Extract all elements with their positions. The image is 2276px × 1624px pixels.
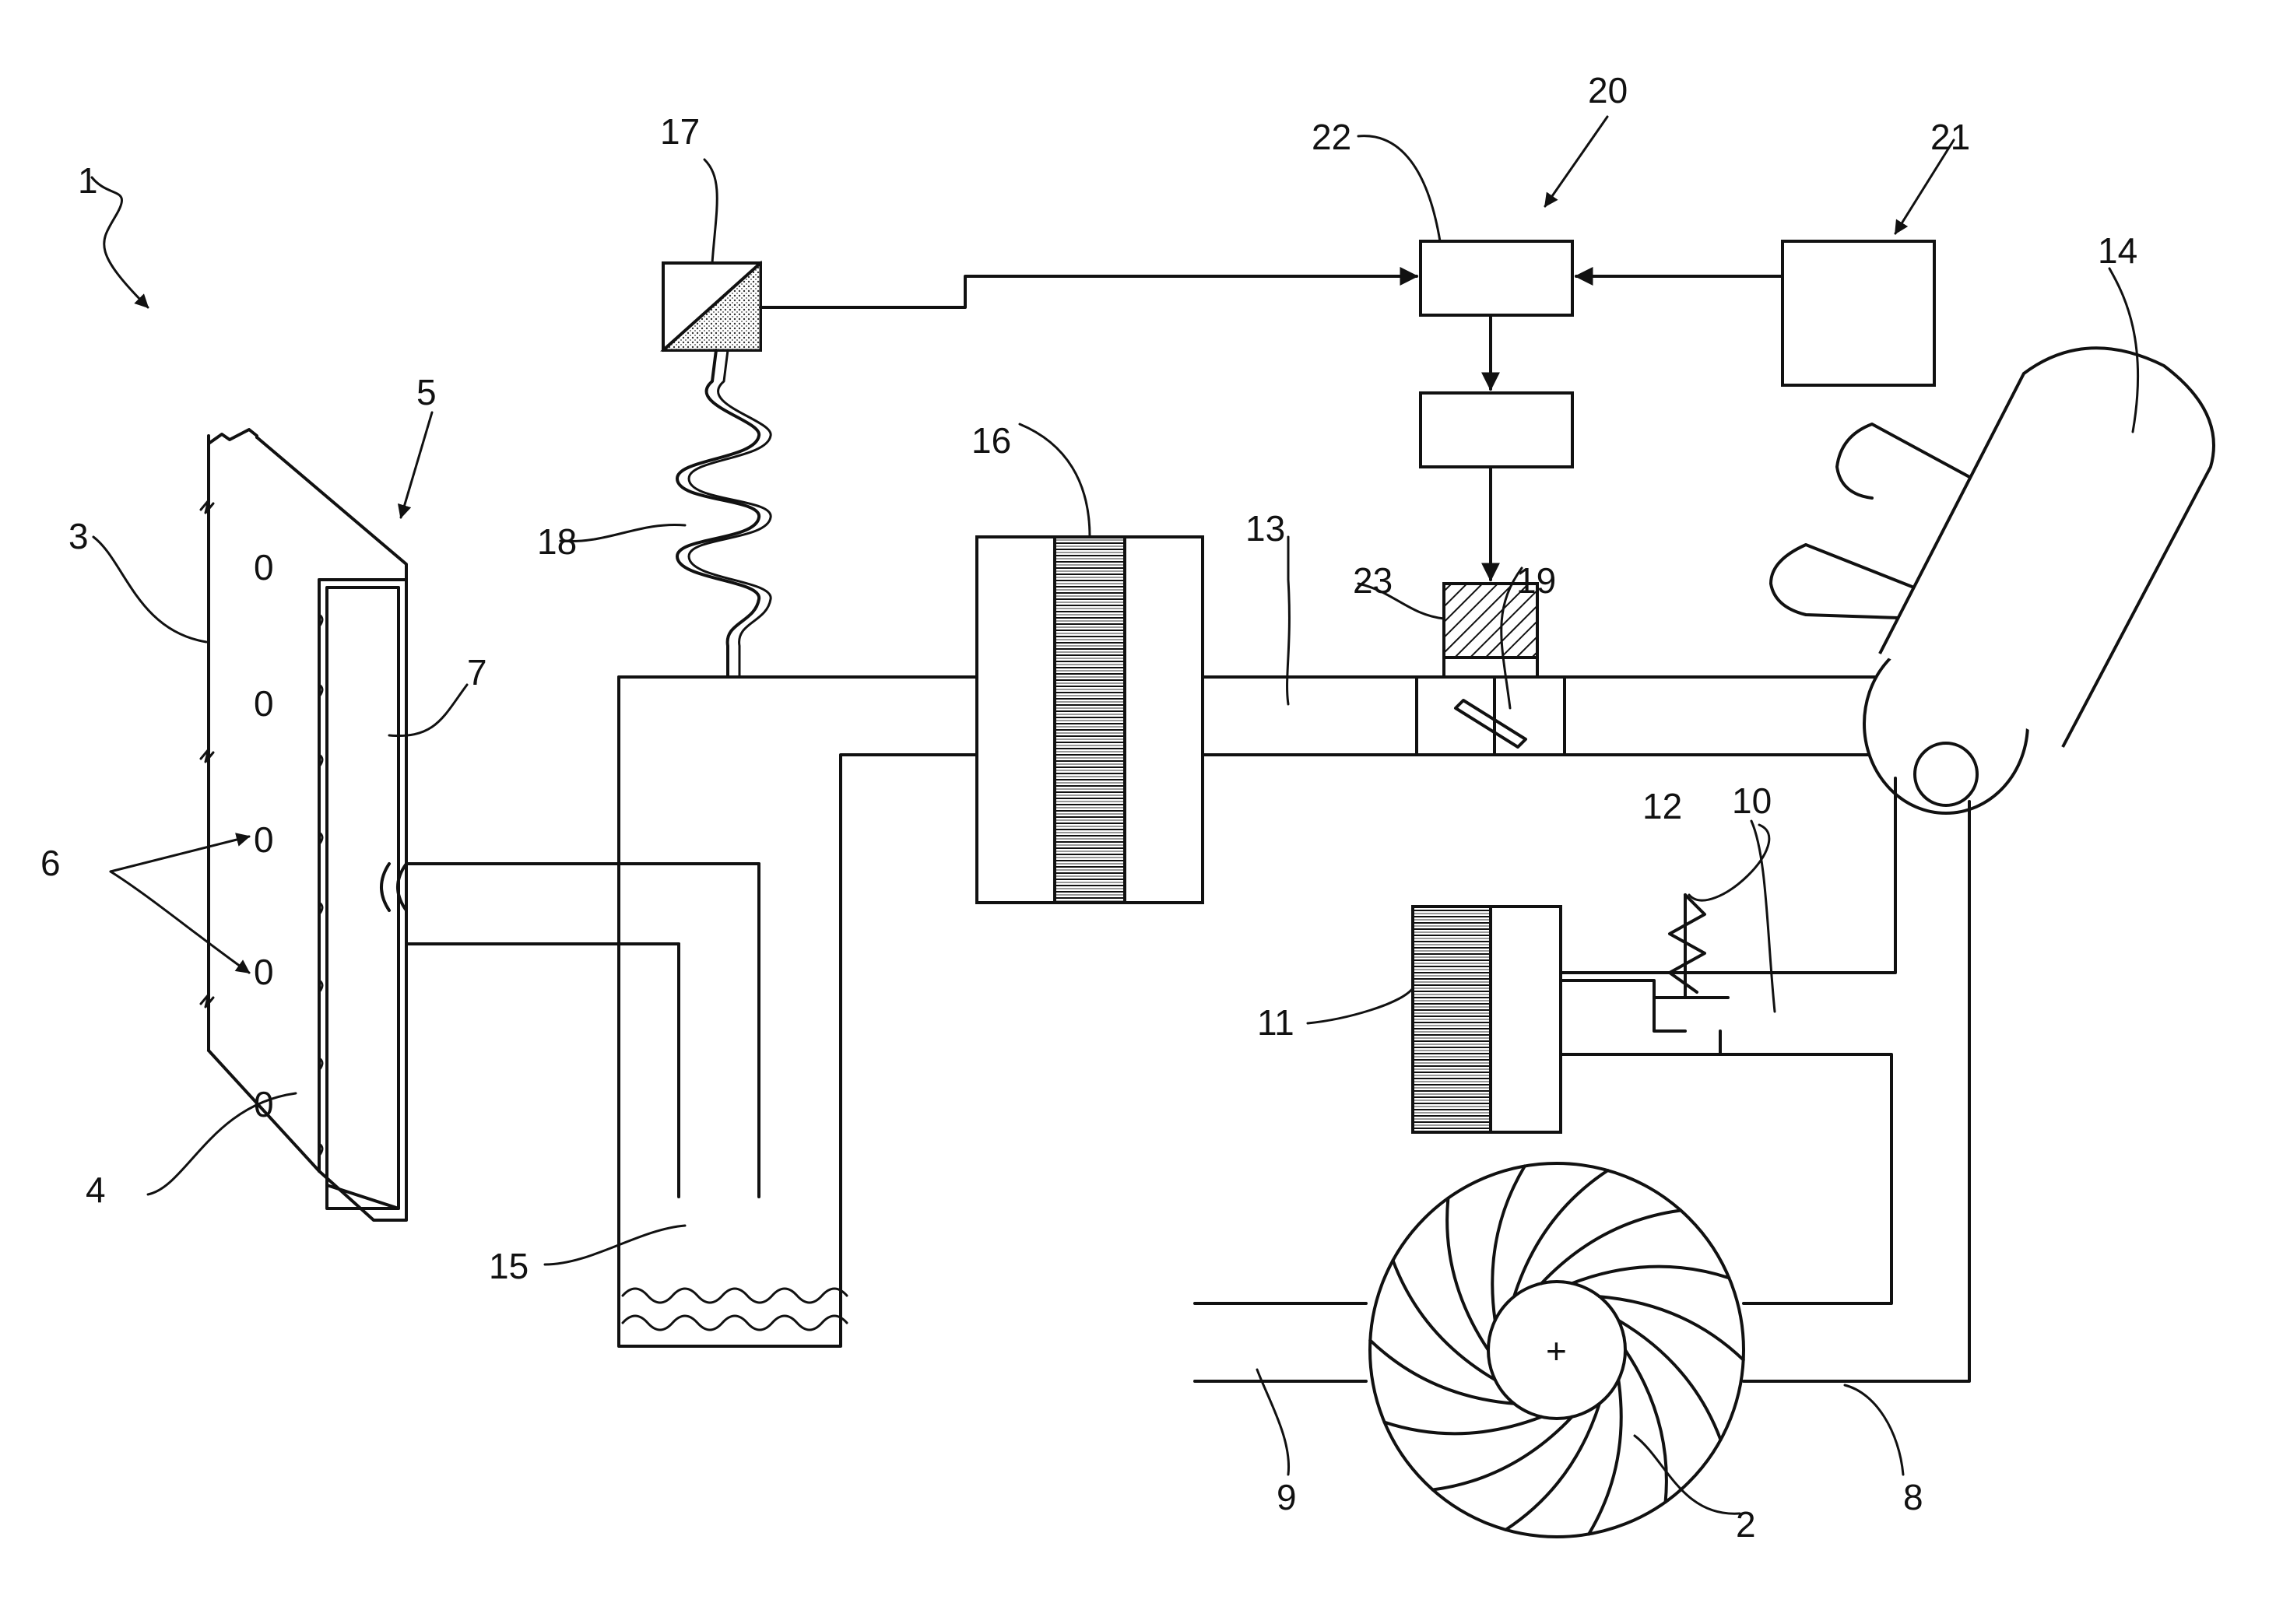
- unit-14: [1771, 348, 2214, 813]
- label-19: 19: [1516, 560, 1556, 601]
- label-4: 4: [86, 1170, 106, 1210]
- pipe-13: [1203, 677, 1907, 755]
- label-6: 6: [40, 843, 61, 883]
- chamber-15: [619, 677, 977, 1346]
- fan-2: +: [1370, 1163, 1744, 1537]
- label-21: 21: [1930, 117, 1970, 157]
- hole-mark: 0: [254, 952, 274, 992]
- label-5: 5: [416, 372, 437, 412]
- label-14: 14: [2098, 230, 2137, 271]
- label-16: 16: [971, 420, 1011, 461]
- hole-mark: 0: [254, 683, 274, 724]
- sensor-17: [663, 263, 1417, 350]
- duct: [381, 864, 759, 1197]
- label-3: 3: [68, 516, 89, 556]
- tube-18: [677, 350, 771, 677]
- valve-10: [1557, 895, 1728, 1054]
- filter-16: [977, 537, 1203, 903]
- label-12: 12: [1642, 786, 1682, 826]
- label-1: 1: [78, 160, 98, 201]
- hole-mark: 0: [254, 547, 274, 588]
- fan-hub-mark: +: [1546, 1331, 1567, 1371]
- wall-panel: 0 0 0 0 0: [201, 430, 406, 1220]
- label-18: 18: [537, 521, 577, 562]
- label-10: 10: [1732, 780, 1772, 821]
- label-2: 2: [1736, 1504, 1756, 1545]
- controller-20: [1421, 241, 1934, 580]
- hole-mark: 0: [254, 819, 274, 860]
- label-11: 11: [1257, 1002, 1294, 1043]
- inlet-9: [1195, 1303, 1366, 1381]
- label-23: 23: [1353, 560, 1393, 601]
- label-15: 15: [489, 1246, 529, 1286]
- label-22: 22: [1312, 117, 1351, 157]
- label-17: 17: [660, 111, 700, 152]
- exchanger-11: [1413, 907, 1561, 1132]
- label-7: 7: [467, 652, 487, 693]
- label-13: 13: [1245, 508, 1285, 549]
- label-20: 20: [1588, 70, 1628, 110]
- label-8: 8: [1903, 1477, 1923, 1517]
- label-9: 9: [1277, 1477, 1297, 1517]
